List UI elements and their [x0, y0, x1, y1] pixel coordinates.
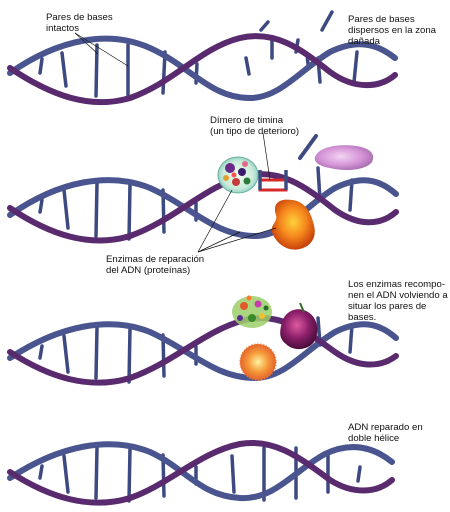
enzyme-orange-ball [239, 343, 277, 381]
pointer-lines [74, 32, 129, 67]
plum-stem [299, 302, 305, 313]
dna-strand-a [7, 177, 399, 240]
label-thymine-dimer: Dímero de timina (un tipo de deterioro) [210, 115, 299, 137]
enzyme-orange-blob [271, 199, 315, 250]
svg-text:bases.: bases. [348, 312, 376, 323]
dimer-pointer [262, 132, 271, 181]
svg-text:Dímero de timina: Dímero de timina [210, 115, 284, 126]
label-enzymes-recompose: Los enzimas recompo- nen el ADN volviend… [348, 279, 448, 323]
svg-text:Pares de bases: Pares de bases [348, 14, 415, 25]
svg-text:dañada: dañada [348, 36, 381, 47]
panel-repaired: ADN reparado en doble hélice [7, 422, 423, 506]
svg-text:dispersos en la zona: dispersos en la zona [348, 25, 437, 36]
dna-strand-a [7, 35, 398, 102]
panel-damaged: Pares de bases intactos Pares de bases d… [7, 10, 437, 106]
broken-strand-piece [298, 134, 318, 160]
enzyme-pink-blob [314, 145, 374, 170]
svg-text:Enzimas de reparación: Enzimas de reparación [106, 254, 204, 265]
label-dispersed-pairs: Pares de bases dispersos en la zona daña… [348, 14, 437, 47]
label-repaired-dna: ADN reparado en doble hélice [348, 422, 423, 444]
svg-text:situar los pares de: situar los pares de [348, 301, 426, 312]
panel-detection: Dímero de timina (un tipo de deterioro) … [7, 115, 399, 276]
svg-text:nen el ADN volviendo a: nen el ADN volviendo a [348, 290, 448, 301]
label-repair-enzymes: Enzimas de reparación del ADN (proteínas… [106, 254, 204, 276]
dna-strand-a [7, 321, 399, 382]
dna-strand-a [7, 441, 395, 502]
thymine-dimer [258, 170, 288, 192]
panel-repair: Los enzimas recompo- nen el ADN volviend… [7, 279, 448, 386]
dna-strand-b [7, 315, 399, 386]
dna-strand-b [7, 33, 398, 106]
svg-text:(un tipo de deterioro): (un tipo de deterioro) [210, 126, 299, 137]
label-intact-pairs: Pares de bases intactos [46, 12, 113, 34]
svg-text:Pares de bases: Pares de bases [46, 12, 113, 23]
svg-text:del ADN (proteínas): del ADN (proteínas) [106, 265, 190, 276]
svg-text:doble hélice: doble hélice [348, 433, 399, 444]
enzyme-cyan-cluster [217, 156, 259, 194]
svg-text:intactos: intactos [46, 23, 79, 34]
enzyme-plum-blob [280, 309, 318, 350]
base-pairs [38, 445, 362, 503]
enzyme-green-cluster [232, 295, 272, 328]
dna-strand-b [7, 439, 395, 506]
svg-text:ADN reparado en: ADN reparado en [348, 422, 423, 433]
enzyme-pointers [197, 189, 277, 253]
svg-text:Los enzimas recompo-: Los enzimas recompo- [348, 279, 445, 290]
